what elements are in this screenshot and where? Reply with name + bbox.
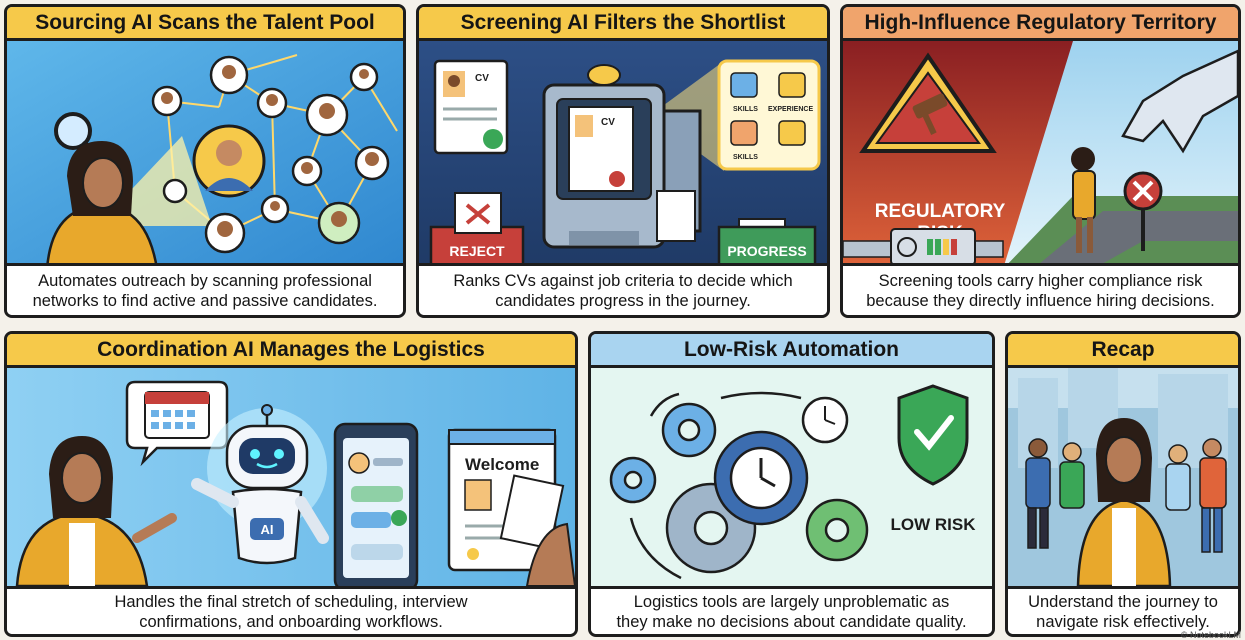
shield-check-icon <box>897 384 969 486</box>
panel-caption: Handles the final stretch of scheduling,… <box>7 586 575 634</box>
screening-illustration: CV CV SKILLS EXPERIENCE <box>419 41 827 269</box>
risk-label: REGULATORY <box>875 201 1006 222</box>
panel-title: Screening AI Filters the Shortlist <box>419 7 827 41</box>
panel-caption: Understand the journey to navigate risk … <box>1008 586 1238 634</box>
panel-coordination: Coordination AI Manages the Logistics <box>4 331 578 637</box>
credit-text: © NotebookLM <box>1180 630 1241 640</box>
panel-caption: Logistics tools are largely unproblemati… <box>591 586 992 634</box>
panel-screening: Screening AI Filters the Shortlist CV <box>416 4 830 318</box>
criteria-label: SKILLS <box>733 154 758 161</box>
panel-title: Recap <box>1008 334 1238 368</box>
panel-title: Coordination AI Manages the Logistics <box>7 334 575 368</box>
cv-label: CV <box>601 117 615 128</box>
low-risk-label: LOW RISK <box>891 515 977 534</box>
panel-title: Sourcing AI Scans the Talent Pool <box>7 7 403 41</box>
regulatory-illustration: REGULATORY RISK <box>843 41 1238 269</box>
panel-lowrisk: Low-Risk Automation <box>588 331 995 637</box>
panel-caption: Screening tools carry higher compliance … <box>843 263 1238 315</box>
panel-regulatory: High-Influence Regulatory Territory REGU… <box>840 4 1241 318</box>
caption-line: they make no decisions about candidate q… <box>616 612 967 631</box>
sourcing-illustration <box>7 41 403 269</box>
caption-line: Ranks CVs against job criteria to decide… <box>453 271 793 290</box>
panel-recap: Recap Understand the <box>1005 331 1241 637</box>
lowrisk-illustration: LOW RISK <box>591 368 992 586</box>
panel-caption: Automates outreach by scanning professio… <box>7 263 403 315</box>
calendar-icon <box>125 380 229 467</box>
cv-card-icon: CV <box>433 59 509 155</box>
reject-label: REJECT <box>449 243 505 259</box>
caption-line: navigate risk effectively. <box>1036 612 1210 631</box>
criteria-label: EXPERIENCE <box>768 106 813 113</box>
cv-label: CV <box>475 73 489 84</box>
caption-line: Logistics tools are largely unproblemati… <box>633 592 950 611</box>
caption-line: candidates progress in the journey. <box>495 291 751 310</box>
caption-line: confirmations, and onboarding workflows. <box>139 612 443 631</box>
progress-label: PROGRESS <box>727 243 806 259</box>
welcome-label: Welcome <box>465 455 539 474</box>
caption-line: Screening tools carry higher compliance … <box>878 271 1203 290</box>
phone-icon <box>333 422 419 586</box>
criteria-label: SKILLS <box>733 106 758 113</box>
caption-line: Understand the journey to <box>1028 592 1218 611</box>
coordination-illustration: AI Welcome <box>7 368 575 586</box>
caption-line: Handles the final stretch of scheduling,… <box>114 592 468 611</box>
panel-sourcing: Sourcing AI Scans the Talent Pool <box>4 4 406 318</box>
panel-title: High-Influence Regulatory Territory <box>843 7 1238 41</box>
panel-caption: Ranks CVs against job criteria to decide… <box>419 263 827 315</box>
panel-title: Low-Risk Automation <box>591 334 992 368</box>
robot-icon: AI <box>191 404 329 565</box>
caption-line: Automates outreach by scanning professio… <box>38 271 372 290</box>
welcome-window: Welcome <box>447 428 575 586</box>
caption-line: networks to find active and passive cand… <box>32 291 378 310</box>
recap-illustration <box>1008 368 1238 586</box>
ai-badge-label: AI <box>261 522 274 537</box>
caption-line: because they directly influence hiring d… <box>866 291 1215 310</box>
